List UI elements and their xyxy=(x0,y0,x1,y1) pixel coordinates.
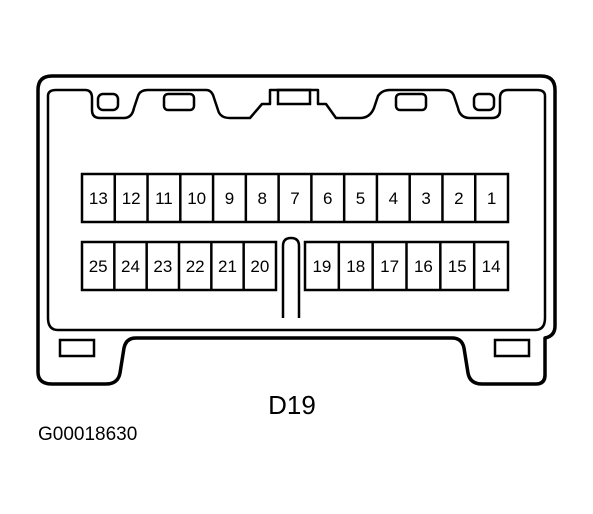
pin-11: 11 xyxy=(155,189,173,208)
pin-row-top-frame xyxy=(80,172,510,224)
figure-id: G00018630 xyxy=(38,424,137,445)
pin-2: 2 xyxy=(454,189,463,208)
pin-17: 17 xyxy=(380,257,399,276)
latch-knob-right-center xyxy=(394,92,428,112)
pin-1: 1 xyxy=(487,189,496,208)
pin-8: 8 xyxy=(257,189,266,208)
pin-9: 9 xyxy=(225,189,234,208)
connector-housing-outer xyxy=(36,74,557,386)
pin-6: 6 xyxy=(323,189,332,208)
pin-23: 23 xyxy=(153,257,172,276)
pin-12: 12 xyxy=(122,189,141,208)
pin-13: 13 xyxy=(89,189,108,208)
connector-housing-inner xyxy=(46,96,547,332)
pin-16: 16 xyxy=(414,257,433,276)
pin-24: 24 xyxy=(121,257,140,276)
connector-name: D19 xyxy=(268,390,316,420)
latch-knob-left-center xyxy=(162,92,196,112)
latch-knob-right xyxy=(472,92,496,112)
pin-21: 21 xyxy=(218,257,237,276)
pin-22: 22 xyxy=(186,257,205,276)
foot-slot-right xyxy=(493,338,531,358)
pin-5: 5 xyxy=(356,189,365,208)
pin-row-bottom-left: 25 24 23 22 21 20 xyxy=(89,242,269,290)
foot-slot-left xyxy=(58,338,96,358)
pin-15: 15 xyxy=(448,257,467,276)
pin-3: 3 xyxy=(421,189,430,208)
pin-7: 7 xyxy=(290,189,299,208)
pin-20: 20 xyxy=(250,257,269,276)
pin-row-bottom-right: 19 18 17 16 15 14 xyxy=(312,242,501,290)
pin-10: 10 xyxy=(187,189,206,208)
latch-knob-left xyxy=(96,92,120,112)
polarization-key-slot xyxy=(281,236,301,318)
pin-19: 19 xyxy=(312,257,331,276)
pin-14: 14 xyxy=(482,257,501,276)
pin-4: 4 xyxy=(389,189,398,208)
latch-key-center xyxy=(276,88,312,106)
pin-row-top: 13 12 11 10 9 8 7 6 5 4 3 2 1 xyxy=(89,174,496,222)
pin-18: 18 xyxy=(346,257,365,276)
pin-25: 25 xyxy=(89,257,108,276)
